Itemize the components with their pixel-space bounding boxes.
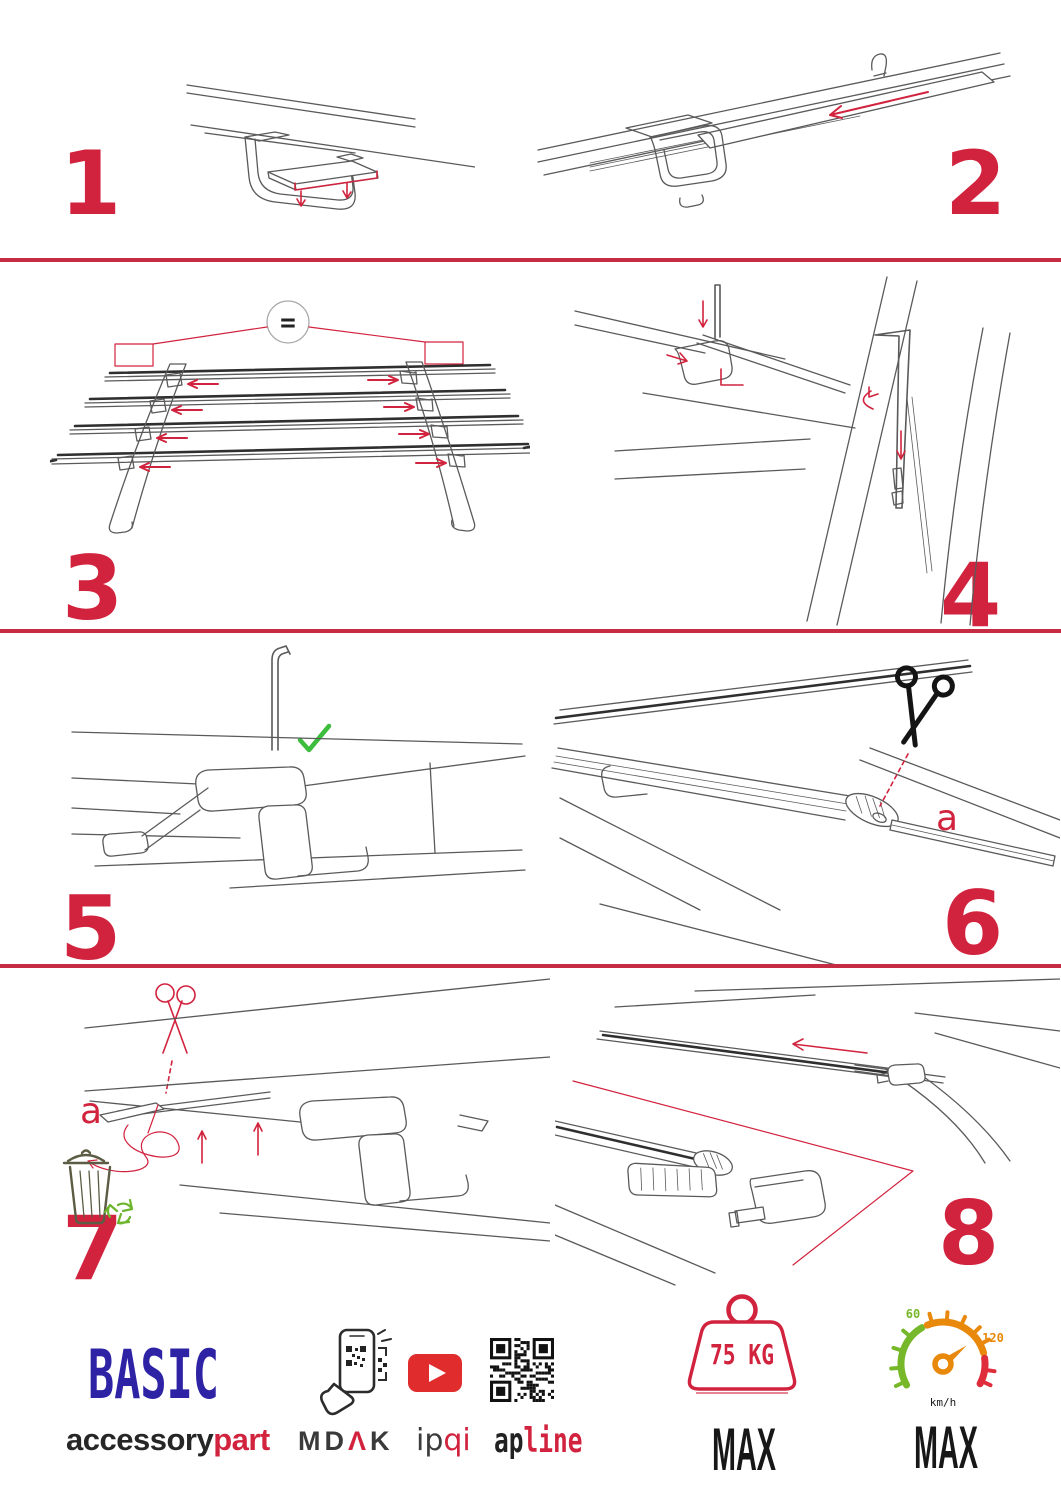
clamp-body bbox=[258, 804, 313, 880]
allen-key bbox=[271, 645, 291, 751]
ipqi-red: qi bbox=[443, 1423, 471, 1458]
weight-max-label: MAX bbox=[712, 1416, 777, 1483]
weight-limit-icon: 75 KG bbox=[687, 1294, 797, 1394]
step-6-illustration: a bbox=[551, 659, 1060, 966]
step-1-illustration bbox=[186, 84, 475, 210]
mdak-md: MD bbox=[298, 1426, 348, 1456]
slide-clamp-arrow bbox=[666, 352, 688, 365]
max-load-value: 75 KG bbox=[710, 1338, 774, 1371]
brand-black: accessory bbox=[66, 1422, 214, 1457]
mdak-logo: MDΛK bbox=[298, 1428, 394, 1455]
rotate-arrow bbox=[862, 386, 879, 410]
discard-path bbox=[87, 1124, 180, 1173]
slide-arrow bbox=[829, 91, 929, 119]
step-3-illustration: = bbox=[50, 300, 530, 534]
clamp-foot bbox=[102, 831, 149, 857]
phone-qr-scan-icon bbox=[319, 1328, 392, 1416]
cover-plate bbox=[627, 1162, 718, 1198]
brand-logo: accessorypart bbox=[66, 1424, 270, 1455]
trash-recycle-icon bbox=[62, 1149, 134, 1225]
end-cap bbox=[749, 1170, 826, 1224]
step-6-number: 6 bbox=[942, 872, 1004, 975]
adjust-arrows-right bbox=[367, 375, 447, 468]
cut-line bbox=[879, 753, 909, 807]
step-2-number: 2 bbox=[945, 132, 1007, 235]
section-divider bbox=[0, 258, 1061, 262]
allen-key-turning bbox=[874, 329, 911, 509]
detail-leader-lines bbox=[572, 1080, 914, 1266]
ipqi-black: ip bbox=[416, 1423, 444, 1458]
speed-max-label: MAX bbox=[914, 1414, 979, 1481]
section-divider bbox=[0, 964, 1061, 968]
qr-data-cells bbox=[490, 1338, 554, 1402]
step-4-illustration bbox=[574, 276, 1011, 626]
end-clamp bbox=[887, 1063, 926, 1086]
gauge-60-label: 60 bbox=[906, 1307, 920, 1321]
mdak-k: K bbox=[370, 1426, 394, 1456]
cut-line bbox=[165, 1060, 173, 1094]
step-2-illustration bbox=[537, 52, 1011, 208]
scissors-icon bbox=[894, 665, 955, 748]
part-a-label: a bbox=[936, 798, 958, 839]
clamp-upper bbox=[299, 1096, 407, 1141]
qr-code-icon bbox=[490, 1338, 554, 1402]
step-7-number: 7 bbox=[62, 1197, 124, 1300]
insert-arrow bbox=[342, 182, 352, 199]
step-3-number: 3 bbox=[62, 537, 124, 640]
speedometer-icon: 60 120 km/h bbox=[889, 1307, 1004, 1409]
allen-key bbox=[714, 284, 721, 340]
ipqi-logo: ipqi bbox=[416, 1426, 471, 1456]
check-icon bbox=[297, 723, 332, 753]
clamp-upper bbox=[195, 766, 307, 812]
section-divider bbox=[0, 629, 1061, 633]
adjust-arrows-left bbox=[139, 379, 219, 472]
speed-unit-label: km/h bbox=[930, 1396, 957, 1409]
step-8-number: 8 bbox=[938, 1182, 1000, 1285]
part-a-label: a bbox=[80, 1091, 102, 1132]
step-7-illustration: a bbox=[62, 978, 550, 1242]
apline-red: line bbox=[523, 1421, 583, 1461]
slide-arrow bbox=[792, 1038, 868, 1054]
insert-key-arrow bbox=[698, 300, 708, 328]
youtube-icon bbox=[408, 1354, 462, 1392]
equal-spacing-annotation: = bbox=[280, 308, 296, 338]
leader-lines bbox=[152, 326, 426, 345]
clamp-body bbox=[358, 1133, 411, 1206]
qr-finder-patterns bbox=[490, 1338, 554, 1402]
cut-strip-a bbox=[99, 1102, 165, 1123]
lever-bolt bbox=[728, 1206, 766, 1228]
step-5-illustration bbox=[71, 645, 526, 889]
measure-box-right bbox=[424, 341, 464, 365]
gauge-120-label: 120 bbox=[982, 1331, 1004, 1345]
brand-red: part bbox=[213, 1422, 270, 1457]
step-5-number: 5 bbox=[60, 877, 122, 980]
push-up-arrows bbox=[197, 1122, 263, 1164]
mdak-lambda: Λ bbox=[348, 1426, 371, 1456]
apline-black: ap bbox=[494, 1421, 524, 1461]
scissors-icon bbox=[155, 983, 196, 1054]
step-8-illustration bbox=[555, 978, 1060, 1286]
insert-arrow bbox=[296, 190, 306, 207]
product-name: BASIC bbox=[88, 1336, 220, 1415]
rubber-strip bbox=[697, 71, 995, 149]
measure-box-left bbox=[114, 343, 154, 367]
apline-logo: apline bbox=[494, 1424, 582, 1458]
step-1-number: 1 bbox=[60, 132, 122, 235]
